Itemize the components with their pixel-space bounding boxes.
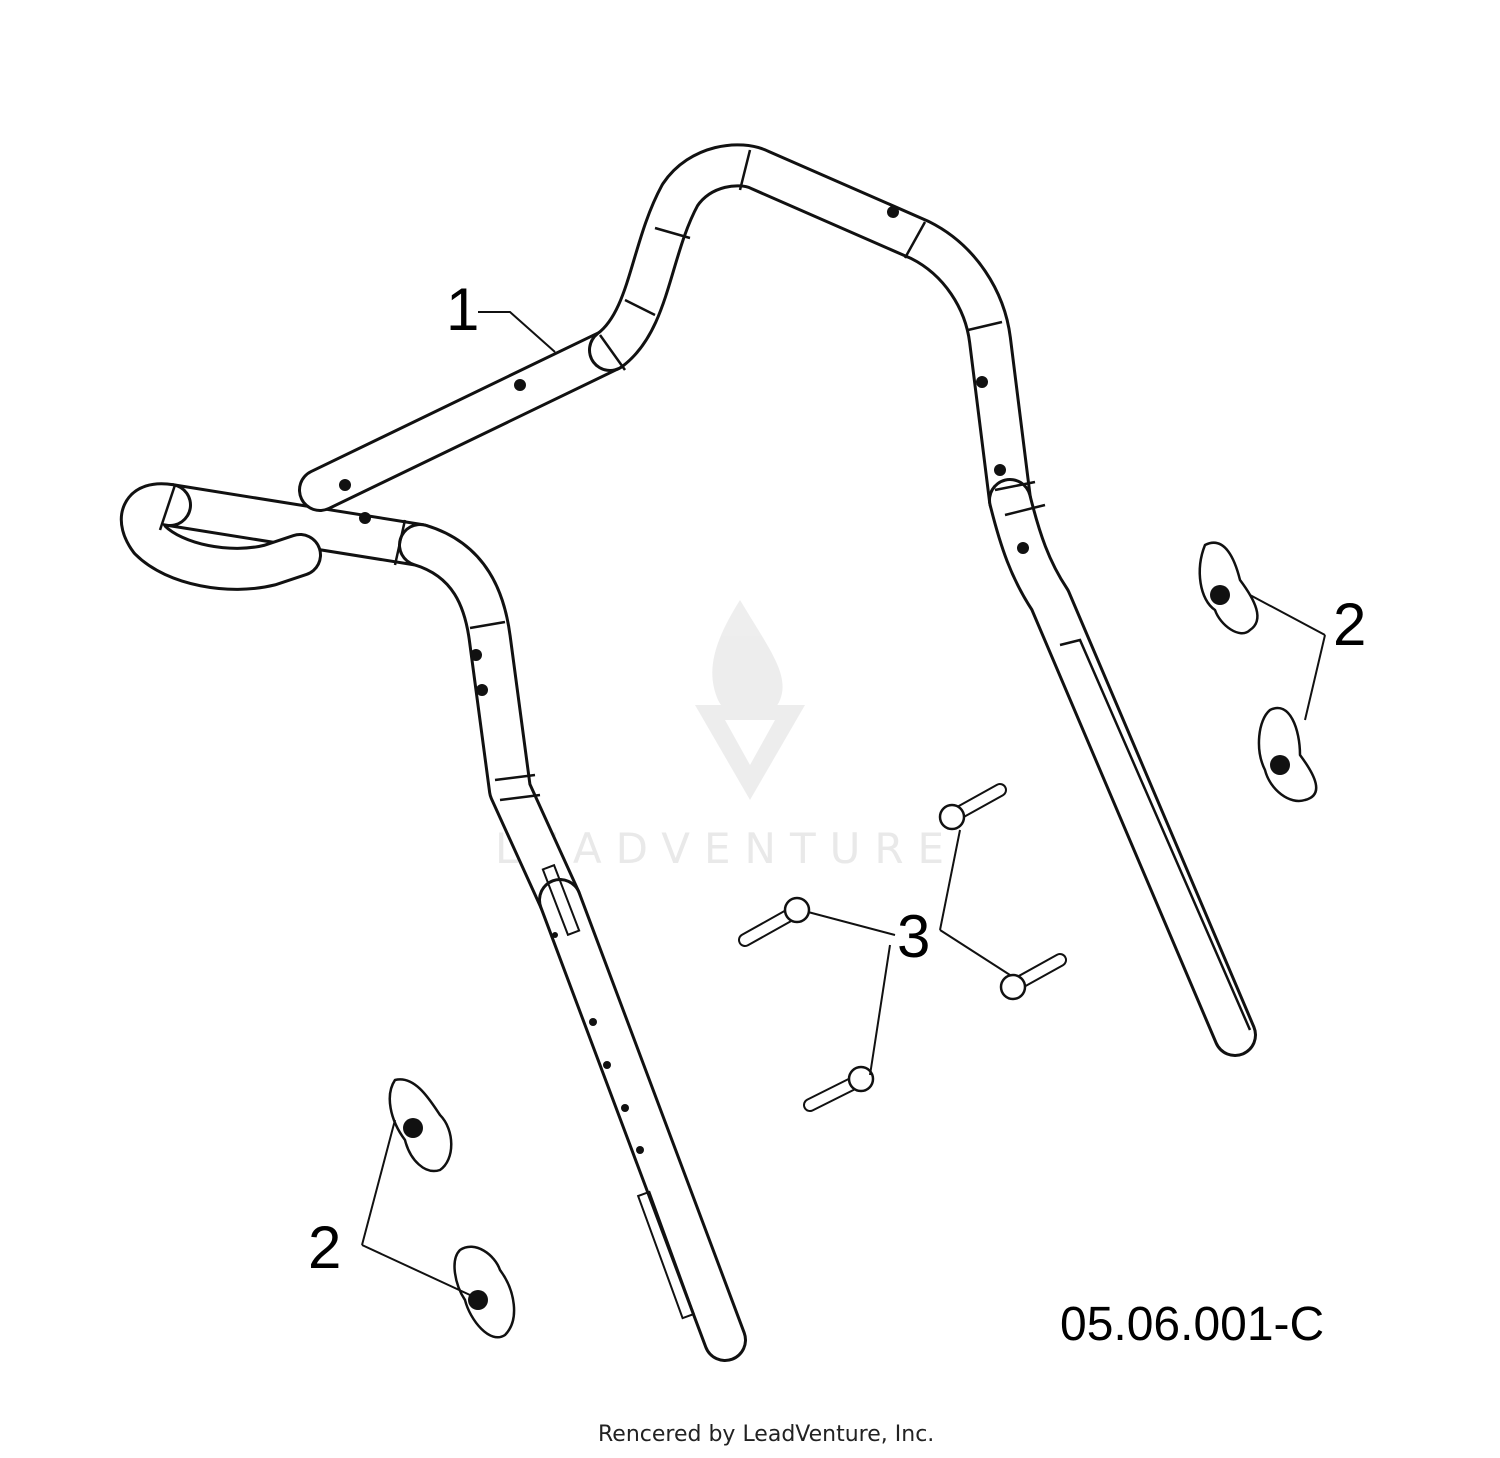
callout-2-left: 2 <box>308 1214 341 1281</box>
knob-left-upper <box>388 1078 453 1173</box>
knob-left-lower <box>453 1245 516 1339</box>
watermark-text: LEADVENTURE <box>495 824 958 873</box>
knob-right-lower <box>1257 706 1318 803</box>
knob-right-upper <box>1198 541 1259 635</box>
bolt-bottom <box>803 1065 875 1112</box>
bolt-right <box>999 953 1067 1001</box>
handle-assembly <box>119 143 1257 1362</box>
watermark-logo <box>695 600 805 800</box>
bolt-left <box>738 896 811 947</box>
render-credit: Rencered by LeadVenture, Inc. <box>598 1422 934 1447</box>
figure-reference: 05.06.001-C <box>1060 1298 1324 1351</box>
callout-2-right: 2 <box>1333 591 1366 658</box>
callout-1: 1 <box>446 276 479 343</box>
bolt-top <box>938 783 1007 831</box>
callout-3: 3 <box>897 903 930 970</box>
leader-lines <box>361 311 1326 1296</box>
